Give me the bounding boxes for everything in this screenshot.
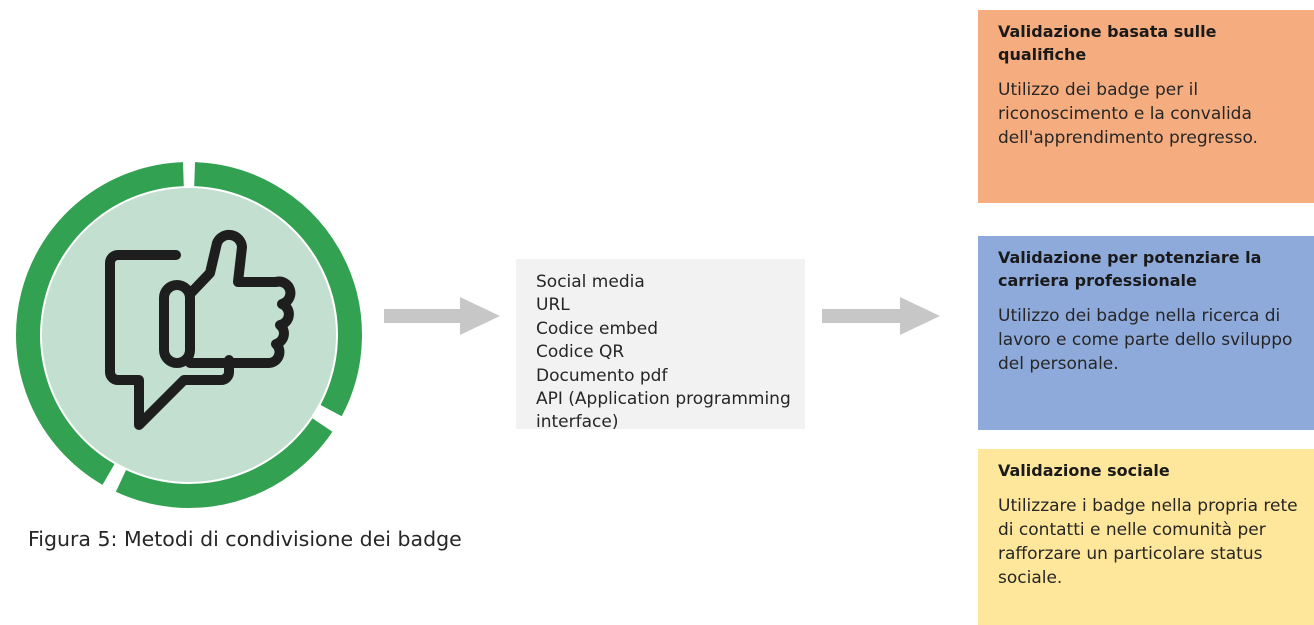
validation-title: Validazione basata sulle qualifiche: [998, 22, 1217, 64]
method-item: Codice embed: [536, 318, 659, 339]
method-item: Codice QR: [536, 342, 625, 363]
validation-title: Validazione per potenziare la carriera p…: [998, 248, 1262, 290]
method-item: URL: [536, 295, 570, 316]
thumbs-up-speech-bubble-icon: [105, 229, 296, 430]
method-item: API (Application programming interface): [536, 389, 791, 433]
method-item: Social media: [536, 272, 645, 292]
validation-description: Utilizzare i badge nella propria rete di…: [998, 496, 1298, 588]
figure-caption: Figura 5: Metodi di condivisione dei bad…: [28, 527, 462, 551]
arrow-right-icon: [822, 297, 940, 335]
method-item: Documento pdf: [536, 365, 668, 386]
validation-box-social: Validazione sociale Utilizzare i badge n…: [978, 449, 1314, 625]
validation-box-career: Validazione per potenziare la carriera p…: [978, 236, 1314, 430]
sharing-methods-list: Social media URL Codice embed Codice QR …: [536, 271, 791, 435]
badge-icon: [16, 162, 362, 508]
validation-title: Validazione sociale: [998, 461, 1170, 480]
ring-segment: [115, 418, 333, 508]
validation-description: Utilizzo dei badge nella ricerca di lavo…: [998, 306, 1293, 374]
validation-description: Utilizzo dei badge per il riconoscimento…: [998, 80, 1258, 148]
badge-ring-segments: [16, 162, 362, 508]
validation-box-qualifications: Validazione basata sulle qualifiche Util…: [978, 10, 1314, 203]
arrow-right-icon: [384, 297, 500, 335]
ring-segment: [16, 162, 184, 485]
sharing-methods-box: Social media URL Codice embed Codice QR …: [516, 259, 805, 432]
ring-segment: [194, 162, 362, 417]
